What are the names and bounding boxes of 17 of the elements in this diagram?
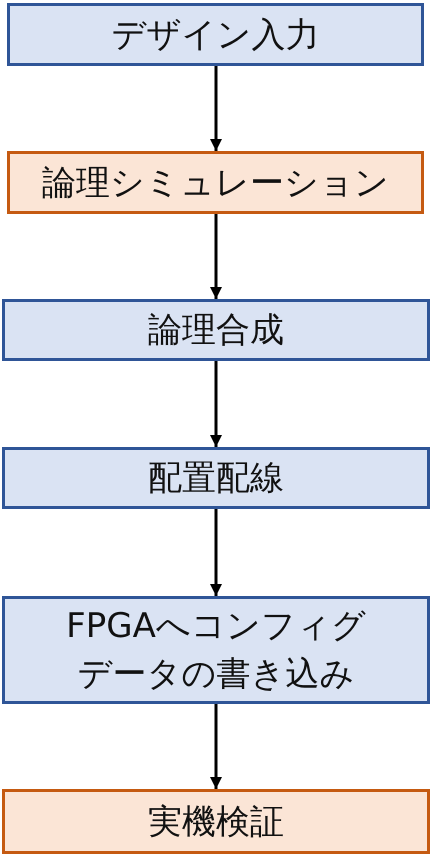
arrow	[210, 361, 222, 447]
step-label: デザイン入力	[112, 14, 320, 56]
arrow	[210, 704, 222, 789]
step-label: FPGAへコンフィグデータの書き込み	[65, 605, 367, 696]
step-label: 配置配線	[148, 457, 284, 500]
process-box	[2, 789, 430, 854]
process-box	[2, 447, 430, 509]
step-label: 論理合成	[148, 309, 284, 352]
process-box	[7, 151, 424, 214]
arrow	[210, 214, 222, 299]
step-label: 実機検証	[148, 800, 284, 844]
process-box	[2, 299, 430, 361]
step-label: 論理シミュレーション	[42, 162, 389, 204]
process-box	[2, 596, 430, 704]
arrow	[210, 66, 222, 151]
process-box	[7, 3, 424, 66]
arrow	[210, 509, 222, 596]
